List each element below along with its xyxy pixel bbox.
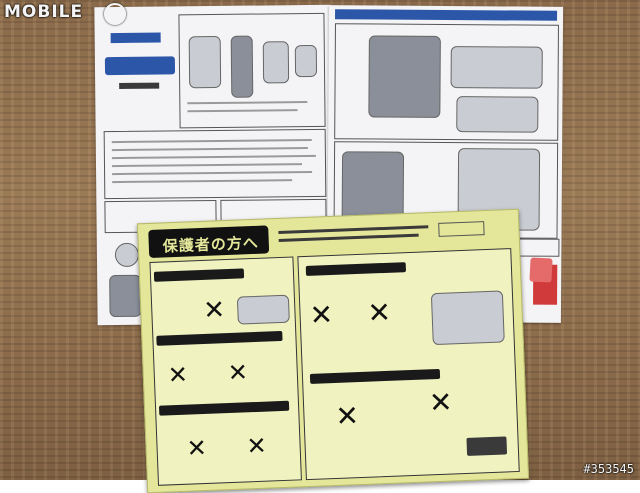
sword-illustration bbox=[450, 46, 543, 89]
title-block bbox=[104, 56, 176, 76]
logo-mark bbox=[110, 32, 161, 44]
part-illustration bbox=[456, 96, 539, 133]
cross-mark-icon: ✕ bbox=[227, 358, 249, 388]
part-illustration bbox=[188, 35, 222, 89]
cross-mark-icon: ✕ bbox=[186, 433, 208, 463]
cross-mark-icon: ✕ bbox=[334, 399, 360, 433]
robot-illustration bbox=[368, 35, 441, 118]
part-illustration bbox=[230, 35, 254, 98]
sword-illustration bbox=[236, 294, 290, 325]
text-line bbox=[278, 233, 419, 243]
part-illustration bbox=[262, 41, 290, 84]
photo-reference-id: #353545 bbox=[583, 462, 634, 476]
next-page-tab bbox=[466, 436, 508, 456]
cross-mark-icon: ✕ bbox=[366, 295, 392, 330]
notice-heading: 保護者の方へ bbox=[162, 233, 260, 256]
cross-mark-icon: ✕ bbox=[167, 360, 189, 390]
part-illustration bbox=[294, 44, 318, 78]
cross-mark-icon: ✕ bbox=[202, 295, 226, 326]
cross-mark-icon: ✕ bbox=[246, 431, 268, 461]
target-circle-icon bbox=[104, 3, 126, 25]
info-box bbox=[438, 221, 485, 237]
part-illustration bbox=[109, 274, 142, 318]
text-line bbox=[278, 225, 429, 235]
cross-mark-icon: ✕ bbox=[428, 385, 454, 420]
header-bar bbox=[335, 9, 558, 21]
cross-mark-icon: ✕ bbox=[308, 297, 334, 332]
robot-illustration bbox=[430, 290, 505, 346]
subtitle-line bbox=[119, 82, 160, 89]
disc-illustration bbox=[114, 242, 140, 268]
parents-notice-sheet: 保護者の方へ ✕ ✕ ✕ ✕ ✕ ✕ ✕ ✕ ✕ bbox=[136, 208, 530, 493]
site-watermark: MOBILE bbox=[4, 2, 84, 22]
red-tag bbox=[529, 257, 553, 283]
